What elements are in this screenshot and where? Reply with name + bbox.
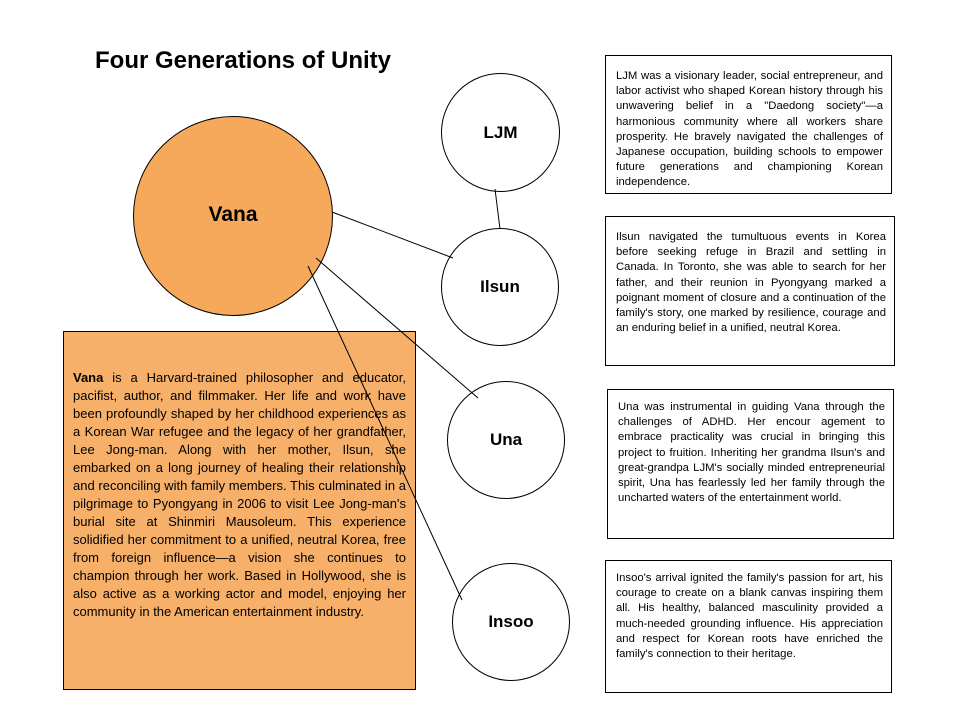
node-ilsun: Ilsun: [441, 228, 559, 346]
node-ilsun-label: Ilsun: [480, 277, 520, 296]
node-insoo-label: Insoo: [488, 612, 534, 631]
bio-box-insoo: Insoo's arrival ignited the family's pas…: [605, 560, 892, 693]
connector-vana-ilsun: [331, 211, 454, 259]
bio-box-una: Una was instrumental in guiding Vana thr…: [607, 389, 894, 539]
vana-bio-text: is a Harvard-trained philosopher and edu…: [73, 370, 406, 619]
bio-box-ilsun: Ilsun navigated the tumultuous events in…: [605, 216, 895, 366]
node-ljm-label: LJM: [483, 122, 518, 142]
bio-box-ljm: LJM was a visionary leader, social entre…: [605, 55, 892, 194]
node-una: Una: [447, 381, 565, 499]
node-una-label: Una: [489, 430, 523, 449]
node-ljm: LJM: [441, 73, 560, 192]
connector-ljm-ilsun: [494, 188, 501, 230]
vana-bio-name: Vana: [73, 370, 104, 385]
node-vana-label: Vana: [208, 203, 258, 226]
vana-bio-box: Vana is a Harvard-trained philosopher an…: [63, 331, 416, 690]
diagram-title: Four Generations of Unity: [95, 47, 392, 74]
node-insoo: Insoo: [452, 563, 570, 681]
node-vana: Vana: [133, 116, 333, 316]
